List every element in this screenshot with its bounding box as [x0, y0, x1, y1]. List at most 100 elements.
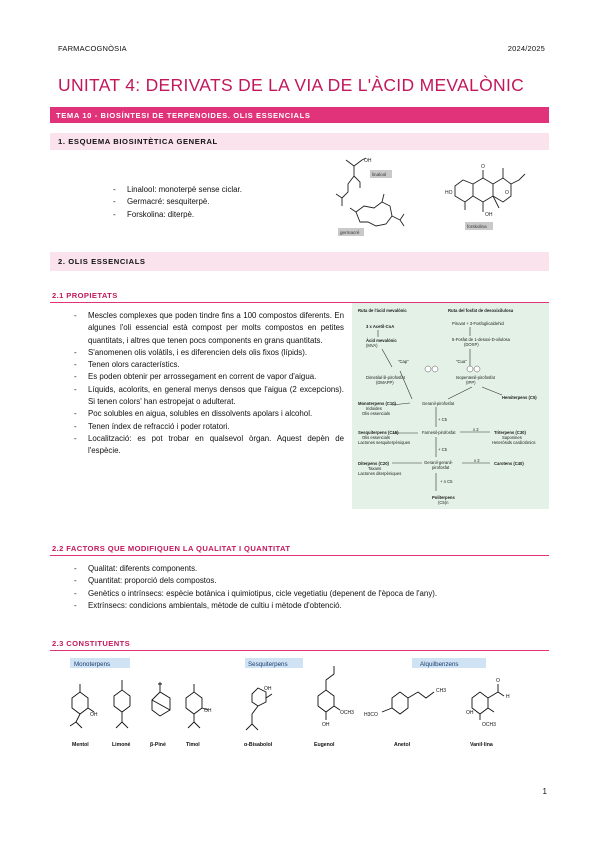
list-item: S'anomenen olis volàtils, i es diferenci… — [74, 347, 344, 360]
list-item: Quantitat: proporció dels compostos. — [74, 575, 544, 588]
topic-title: TEMA 10 - BIOSÍNTESI DE TERPENOIDES. OLI… — [56, 111, 311, 120]
oh-label: OH — [322, 722, 330, 728]
svg-text:O: O — [505, 190, 509, 196]
list-item: Qualitat: diferents components. — [74, 563, 544, 576]
compound-limone: Limoné — [112, 742, 131, 748]
pyruvate: Piruvat + 3-Fosfoglicaldehid — [452, 321, 504, 326]
compound-eugenol: Eugenol — [314, 742, 335, 748]
dxp-abbrev: (DOXP) — [464, 342, 479, 347]
compound-bisabolol: α-Bisabolol — [244, 742, 273, 748]
politerpens-formula: (C5)n — [438, 500, 449, 505]
ggpp-1: Geranil-geranil- — [424, 460, 453, 465]
compound-structures — [69, 666, 505, 731]
list-item: Tenen olors característics. — [74, 359, 344, 372]
compound-names: Mentol Limoné β-Piné Timol α-Bisabolol E… — [72, 742, 493, 748]
phosphate-groups — [424, 365, 481, 373]
diterpens: Diterpens (C20) — [358, 461, 390, 466]
section-2-heading: 2. OLIS ESSENCIALS — [58, 257, 146, 266]
pathway-col2-title: Ruta del fosfat de desoxixilulosa — [448, 308, 514, 313]
germacre-label: germacré — [340, 230, 360, 235]
list-item: Poc solubles en aigua, solubles en disso… — [74, 408, 344, 421]
section-2-band: 2. OLIS ESSENCIALS — [50, 252, 549, 271]
ipp-abbrev: (IPP) — [466, 380, 476, 385]
x2-a: x 2 — [473, 427, 479, 432]
page-number: 1 — [542, 787, 547, 796]
list-item: Mescles complexes que poden tindre fins … — [74, 310, 344, 347]
terpene-structures-figure: OH linalool germacré — [335, 157, 405, 236]
list-item: Germacré: sesquiterpè. — [113, 196, 313, 209]
list-item: Extrínsecs: condicions ambientals, mètod… — [74, 600, 544, 613]
dxp-name: 5-Fosfat de 1-desoxi-D-xilulosa — [452, 337, 511, 342]
plus-c5-1: + C5 — [438, 417, 448, 422]
monoterpens: Monoterpens (C10) — [358, 401, 397, 406]
alquilbenzens-label: Alquilbenzens — [420, 661, 459, 668]
sesq-sub2: Lactones sesquiterpèniques — [358, 440, 410, 445]
group-labels: Monoterpens Sesquiterpens Alquilbenzens — [70, 658, 486, 668]
ggpp-2: pirofosfat — [432, 465, 450, 470]
monoterpens-label: Monoterpens — [74, 661, 110, 668]
compound-vanillin: Vanil·lina — [470, 742, 493, 748]
subsection-2-1-heading: 2.1 PROPIETATS — [52, 291, 118, 300]
subsection-2-2-heading: 2.2 FACTORS QUE MODIFIQUEN LA QUALITAT I… — [52, 544, 291, 553]
gpp: Geranil-pirofosfat — [422, 401, 455, 406]
pathway-arrows — [377, 327, 503, 491]
sesq-sub1: Olis essencials — [362, 435, 390, 440]
mva-abbrev: (MVA) — [366, 343, 378, 348]
list-item: Es poden obtenir per arrossegament en co… — [74, 371, 344, 384]
forskolin-figure: O HO OH O forskolina — [445, 164, 526, 230]
compound-pinene: β-Piné — [150, 742, 166, 748]
acetyl-coa: 3 x Acetil-CoA — [366, 324, 394, 329]
list-item: Genètics o intrínsecs: espècie botànica … — [74, 588, 544, 601]
linalool-structure — [335, 157, 367, 206]
plus-c5-2: + C5 — [438, 447, 448, 452]
politerpens: Politerpens — [432, 495, 455, 500]
compound-anetol: Anetol — [394, 742, 411, 748]
compound-mentol: Mentol — [72, 742, 89, 748]
subsection-2-2-rule — [50, 555, 549, 556]
plus-nc5: + n C5 — [440, 479, 453, 484]
forskolin-label: forskolina — [467, 224, 487, 229]
och3-label: OCH3 — [340, 710, 354, 716]
academic-year: 2024/2025 — [507, 44, 545, 53]
oh-label: OH — [466, 710, 474, 716]
compound-timol: Timol — [186, 742, 200, 748]
svg-text:OH: OH — [364, 158, 372, 164]
di-sub2: Lactones diterpèniques — [358, 471, 401, 476]
sesquiterpens-label: Sesquiterpens — [248, 661, 288, 668]
germacrene-structure — [349, 193, 405, 227]
section-1-list: Linalool: monoterpè sense ciclar. Germac… — [113, 184, 313, 221]
mono-sub2: Olis essencials — [362, 411, 390, 416]
ipp-name: Isopentenil-pirofosfat — [456, 375, 496, 380]
list-item: Localització: es pot trobar en qualsevol… — [74, 433, 344, 458]
dmapp-name: Dimetilal·lil-pirofosfat — [366, 375, 406, 380]
x2-b: x 2 — [474, 458, 480, 463]
subsection-2-3-heading: 2.3 CONSTITUENTS — [52, 639, 131, 648]
topic-band: TEMA 10 - BIOSÍNTESI DE TERPENOIDES. OLI… — [50, 107, 549, 123]
h3co-label: H3CO — [364, 712, 378, 718]
linalool-label: linalool — [372, 172, 386, 177]
oh-label: OH — [90, 712, 98, 718]
section-1-heading: 1. ESQUEMA BIOSINTÈTICA GENERAL — [58, 137, 218, 146]
tail-label: "Cap" — [398, 359, 409, 364]
och3-label: OCH3 — [482, 722, 496, 728]
o-label: O — [496, 678, 500, 684]
tri-sub1: Saponines — [502, 435, 522, 440]
oh-label: OH — [264, 686, 272, 692]
properties-list: Mescles complexes que poden tindre fins … — [74, 310, 344, 458]
mevalonic-acid: Àcid mevalònic — [366, 338, 397, 343]
triterpens: Triterpens (C30) — [494, 430, 526, 435]
hemiterpens: Hemiterpens (C5) — [502, 395, 537, 400]
head-label: "Cua" — [456, 359, 467, 364]
dmapp-abbrev: (DMAPP) — [376, 380, 394, 385]
subsection-2-1-rule — [50, 302, 549, 303]
section-1-band: 1. ESQUEMA BIOSINTÈTICA GENERAL — [50, 133, 549, 150]
svg-text:OH: OH — [485, 212, 493, 218]
di-sub1: Taxans — [368, 466, 381, 471]
constituents-figure: Monoterpens Sesquiterpens Alquilbenzens … — [69, 658, 510, 748]
forskolin-structure — [454, 168, 526, 212]
pathway-background — [352, 303, 549, 509]
unit-title: UNITAT 4: DERIVATS DE LA VIA DE L'ÀCID M… — [58, 75, 525, 95]
svg-text:O: O — [481, 164, 485, 170]
biosynthesis-pathway-diagram: Ruta de l'àcid mevalònic Ruta del fosfat… — [352, 303, 549, 509]
list-item: Líquids, acolorits, en general menys den… — [74, 384, 344, 409]
